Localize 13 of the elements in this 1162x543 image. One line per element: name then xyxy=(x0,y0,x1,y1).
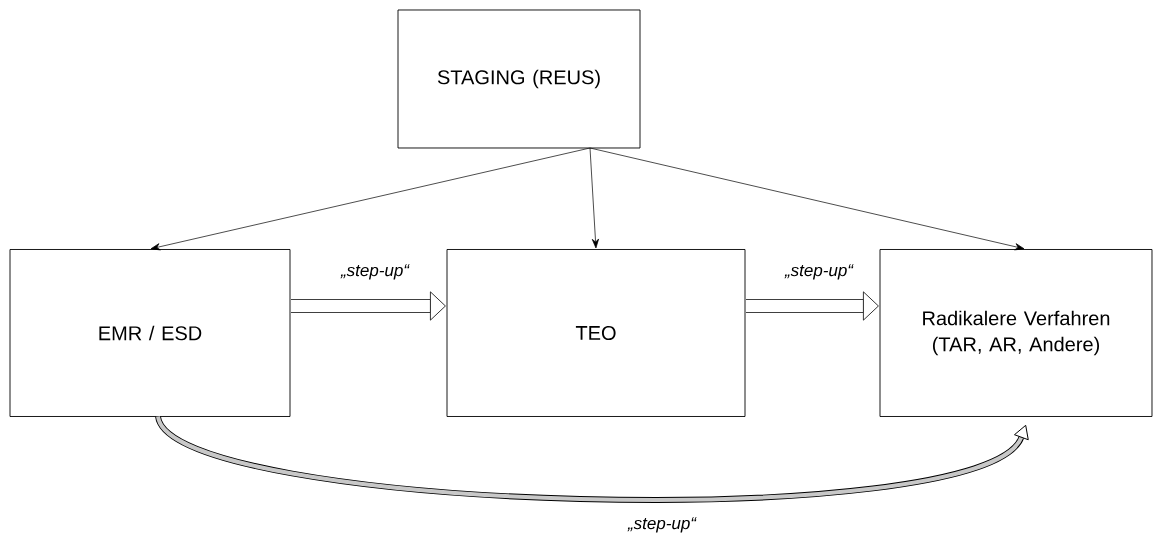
process-box: EMR / ESD xyxy=(9,249,291,417)
arrow xyxy=(589,147,1025,251)
process-box: Radikalere Verfahren (TAR, AR, Andere) xyxy=(879,249,1153,417)
arrow xyxy=(589,147,599,249)
edge-label: „step-up“ xyxy=(783,262,855,282)
process-box: TEO xyxy=(446,249,746,417)
curved-arrow xyxy=(155,414,1029,503)
edge-label: „step-up“ xyxy=(339,262,411,282)
block-arrow xyxy=(291,291,446,321)
edge-label: „step-up“ xyxy=(626,515,698,535)
block-arrow xyxy=(746,291,879,321)
process-box: STAGING (REUS) xyxy=(397,9,641,149)
arrow xyxy=(150,147,591,251)
